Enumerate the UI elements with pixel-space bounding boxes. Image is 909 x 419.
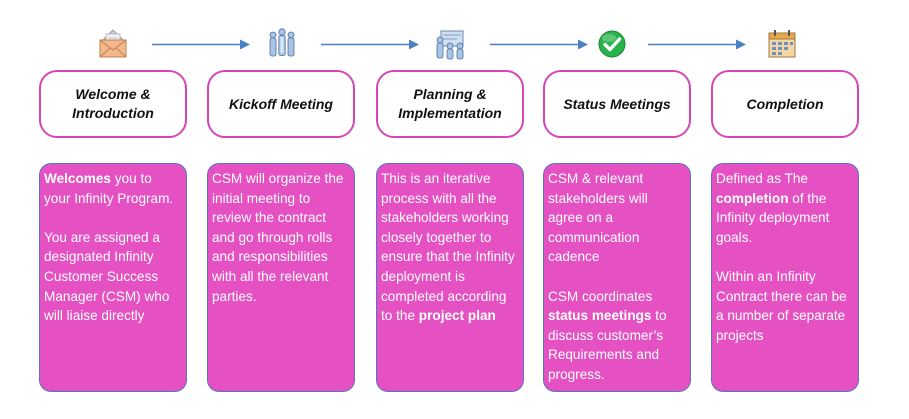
flow-arrow xyxy=(648,39,746,50)
description-text: CSM will organize the initial meeting to… xyxy=(212,171,344,304)
step-description-card-status: CSM & relevant stakeholders will agree o… xyxy=(543,163,691,392)
description-paragraph: Within an Infinity Contract there can be… xyxy=(716,267,854,345)
step-description-card-welcome: Welcomes you to your Infinity Program. Y… xyxy=(39,163,187,392)
description-text: of the Infinity deployment goals. xyxy=(716,190,830,245)
description-paragraph: You are assigned a designated Infinity C… xyxy=(44,228,182,326)
step-description-card-completion: Defined as The completion of the Infinit… xyxy=(711,163,859,392)
step-title: Welcome & Introduction xyxy=(72,86,154,121)
team-planning-icon xyxy=(433,26,469,62)
step-title: Status Meetings xyxy=(563,95,671,112)
description-paragraph: Defined as The completion of the Infinit… xyxy=(716,169,854,247)
description-text: you to your Infinity Program. xyxy=(44,171,174,206)
description-bold-text: Welcomes xyxy=(44,171,111,186)
description-text: You are assigned a designated Infinity C… xyxy=(44,229,170,324)
description-text: CSM coordinates xyxy=(548,288,653,304)
description-paragraph: CSM & relevant stakeholders will agree o… xyxy=(548,169,686,267)
step-title: Kickoff Meeting xyxy=(229,95,333,112)
description-paragraph: CSM coordinates status meetings to discu… xyxy=(548,287,686,385)
description-text: Within an Infinity Contract there can be… xyxy=(716,268,847,343)
step-title: Completion xyxy=(746,95,824,112)
step-description-card-kickoff: CSM will organize the initial meeting to… xyxy=(207,163,355,392)
people-group-icon xyxy=(264,26,300,62)
description-text: CSM & relevant stakeholders will agree o… xyxy=(548,171,648,265)
step-title-box-welcome: Welcome & Introduction xyxy=(39,70,187,138)
description-text: This is an iterative process with all th… xyxy=(381,171,515,324)
step-title-box-completion: Completion xyxy=(711,70,859,138)
step-title: Planning & Implementation xyxy=(398,86,502,121)
description-text: Defined as The xyxy=(716,171,808,186)
envelope-icon xyxy=(95,26,131,62)
description-bold-text: project plan xyxy=(418,308,496,324)
step-title-box-status: Status Meetings xyxy=(543,70,691,138)
flow-arrow xyxy=(321,39,419,50)
description-paragraph: CSM will organize the initial meeting to… xyxy=(212,169,350,306)
description-bold-text: completion xyxy=(716,190,789,206)
step-title-box-planning: Planning & Implementation xyxy=(376,70,524,138)
description-paragraph: Welcomes you to your Infinity Program. xyxy=(44,169,182,208)
step-title-box-kickoff: Kickoff Meeting xyxy=(207,70,355,138)
checkmark-icon xyxy=(594,26,630,62)
description-paragraph: This is an iterative process with all th… xyxy=(381,169,519,326)
step-description-card-planning: This is an iterative process with all th… xyxy=(376,163,524,392)
description-bold-text: status meetings xyxy=(548,308,652,324)
flow-arrow xyxy=(490,39,588,50)
flow-arrow xyxy=(152,39,250,50)
calendar-icon xyxy=(764,26,800,62)
description-text: to discuss customer’s Requirements and p… xyxy=(548,308,667,382)
